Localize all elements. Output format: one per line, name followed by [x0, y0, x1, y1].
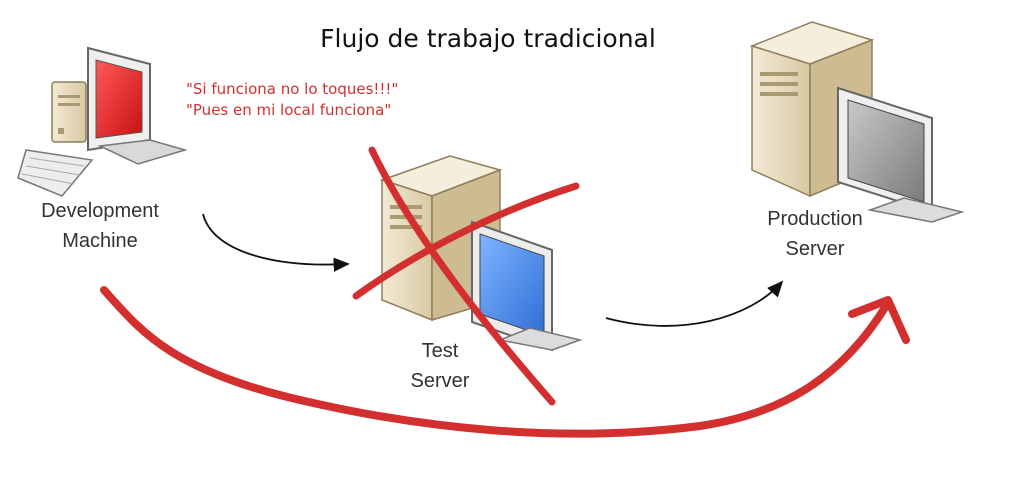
- development-machine-label: Development Machine: [20, 196, 180, 256]
- development-label-line2: Machine: [62, 230, 138, 252]
- server-tower-icon: [749, 21, 965, 223]
- development-label-line1: Development: [41, 200, 159, 222]
- test-label-line2: Server: [410, 370, 470, 392]
- quote-line-2: "Pues en mi local funciona": [186, 101, 392, 119]
- production-label-line2: Server: [785, 238, 845, 260]
- server-tower-icon: [379, 155, 583, 352]
- arrow-test-to-production: [605, 280, 784, 327]
- test-server-label: Test Server: [380, 336, 500, 396]
- production-server-label: Production Server: [735, 204, 895, 264]
- diagram-title: Flujo de trabajo tradicional: [320, 24, 656, 53]
- cross-out-mark: [352, 146, 580, 406]
- direct-deploy-arrow: [100, 286, 910, 438]
- test-label-line1: Test: [421, 340, 459, 362]
- desktop-computer-icon: [17, 46, 188, 197]
- quote-line-1: "Si funciona no lo toques!!!": [186, 80, 399, 98]
- production-label-line1: Production: [767, 208, 863, 230]
- arrow-dev-to-test: [202, 213, 350, 272]
